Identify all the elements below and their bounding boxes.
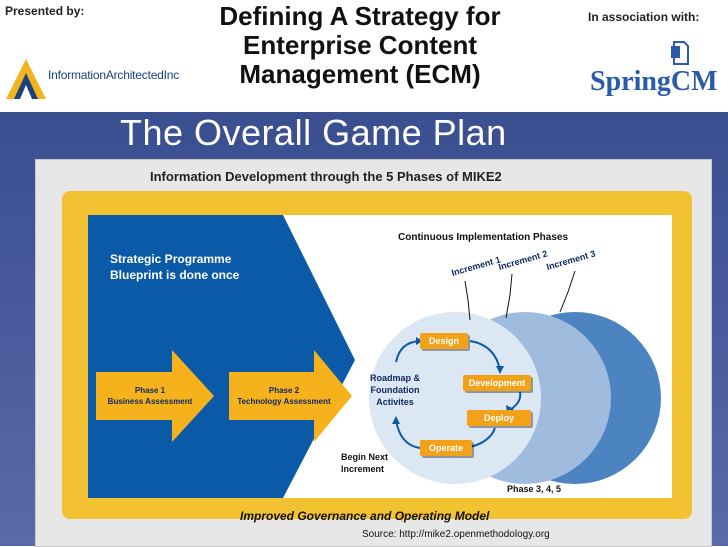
strategic-blueprint-text: Strategic Programme Blueprint is done on… (110, 251, 239, 283)
in-association-label: In association with: (588, 10, 700, 24)
phase2-title: Phase 2 (268, 386, 300, 395)
increment-1-leader (464, 280, 471, 321)
continuous-phases-label: Continuous Implementation Phases (398, 232, 569, 243)
springcm-logo-text: SpringCM (590, 66, 718, 97)
begin-next-line: Begin Next (341, 452, 389, 462)
increment-1-circle (369, 312, 541, 484)
increment-3-leader (559, 270, 576, 313)
operate-box: Operate (420, 440, 472, 456)
presentation-title: Defining A Strategy for Enterprise Conte… (195, 2, 525, 89)
development-box: Development (463, 375, 531, 391)
title-line: Enterprise Content (242, 30, 478, 60)
title-line: Management (ECM) (239, 59, 481, 89)
phase345-label: Phase 3, 4, 5 (507, 484, 562, 494)
increment-2-leader (505, 273, 513, 319)
phase1-label: Phase 1 Business Assessment (100, 385, 200, 407)
diagram-title: Information Development through the 5 Ph… (150, 169, 502, 184)
phase1-subtitle: Business Assessment (107, 397, 193, 406)
roadmap-line: Roadmap & (369, 373, 420, 383)
presented-by-label: Presented by: (5, 4, 85, 18)
cycle-arrow (469, 427, 496, 448)
information-architected-logo (6, 59, 46, 99)
strategic-blue-panel (88, 215, 355, 498)
deploy-box: Deploy (467, 410, 531, 426)
springcm-document-icon (671, 41, 689, 65)
governance-arrow (398, 514, 406, 522)
phase1-title: Phase 1 (134, 386, 166, 395)
roadmap-line: Foundation (370, 385, 420, 395)
slide-heading: The Overall Game Plan (120, 112, 507, 153)
design-box: Design (420, 333, 468, 349)
governance-label: Improved Governance and Operating Model (240, 509, 490, 523)
title-line: Defining A Strategy for (219, 1, 501, 31)
source-citation: Source: http://mike2.openmethodology.org (362, 529, 550, 540)
phase2-arrow (229, 350, 352, 442)
roadmap-line: Activites (376, 397, 414, 407)
phase1-arrow (96, 350, 214, 442)
phase2-label: Phase 2 Technology Assessment (231, 385, 337, 407)
begin-next-line: Increment (341, 464, 385, 474)
information-architected-logo-text: InformationArchitectedInc (48, 68, 180, 82)
strategic-line: Blueprint is done once (110, 268, 240, 282)
begin-next-increment-label: Begin Next Increment (341, 451, 388, 475)
roadmap-label: Roadmap & Foundation Activites (355, 372, 435, 408)
strategic-line: Strategic Programme (110, 252, 232, 266)
phase2-subtitle: Technology Assessment (237, 397, 331, 406)
